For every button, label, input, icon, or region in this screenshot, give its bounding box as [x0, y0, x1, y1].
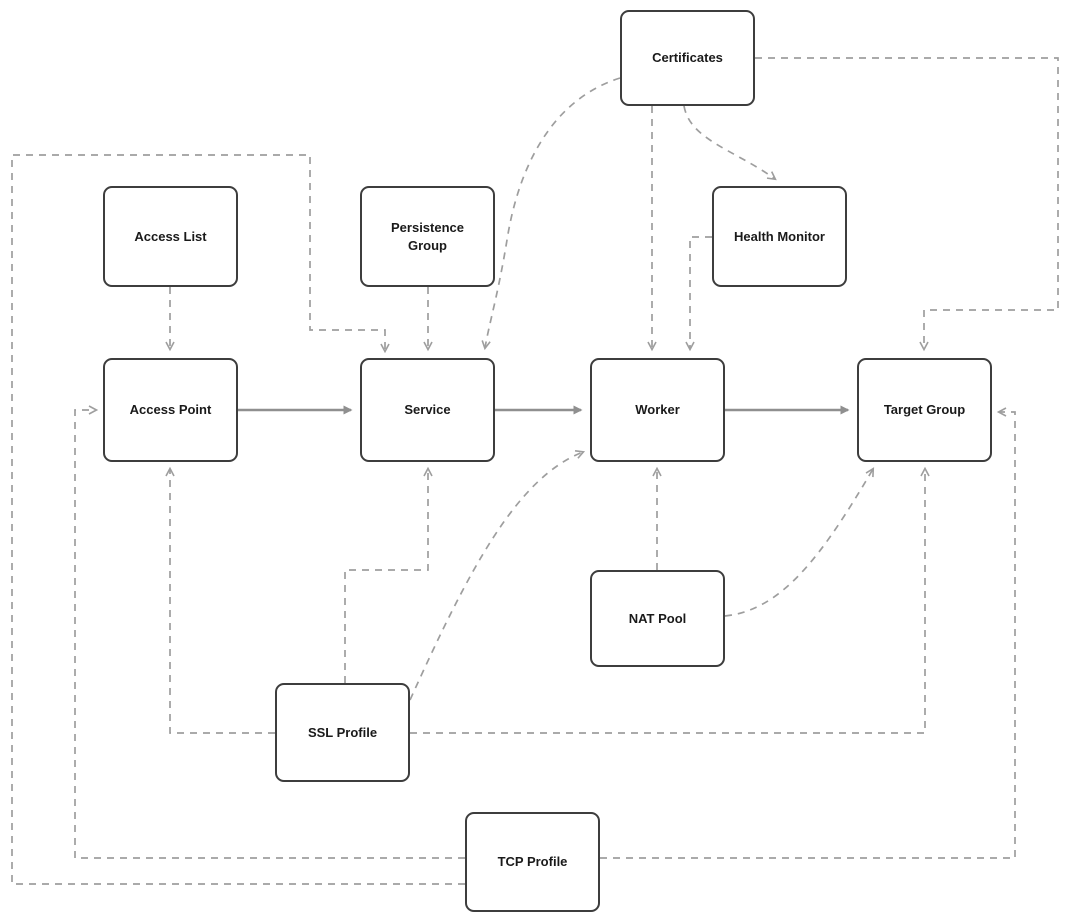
edge-tcp-profile-to-target-group	[600, 407, 1016, 859]
node-access-list-label: Access List	[134, 228, 207, 244]
node-tcp-profile: TCP Profile	[465, 812, 600, 912]
edge-certificates-to-target-group	[755, 57, 1059, 352]
node-certificates: Certificates	[620, 10, 755, 106]
edge-certificates-to-service	[481, 77, 621, 351]
edge-certificates-to-health-monitor	[683, 105, 777, 181]
node-access-point: Access Point	[103, 358, 238, 462]
node-health-monitor: Health Monitor	[712, 186, 847, 287]
node-tcp-profile-label: TCP Profile	[497, 854, 568, 870]
node-service-label: Service	[404, 402, 451, 418]
node-health-monitor-label: Health Monitor	[734, 228, 825, 244]
node-nat-pool: NAT Pool	[590, 570, 725, 667]
edge-ssl-profile-to-service	[344, 466, 433, 683]
edge-ssl-profile-to-access-point	[165, 466, 275, 734]
edge-tcp-profile-to-access-point	[74, 405, 465, 859]
node-worker: Worker	[590, 358, 725, 462]
node-nat-pool-label: NAT Pool	[628, 610, 687, 626]
edge-ssl-profile-to-target-group	[410, 466, 930, 734]
node-service: Service	[360, 358, 495, 462]
node-ssl-profile-label: SSL Profile	[307, 724, 378, 740]
edge-health-monitor-to-worker	[685, 236, 712, 352]
node-target-group-label: Target Group	[883, 402, 966, 418]
edge-tcp-profile-to-service	[11, 154, 465, 885]
node-ssl-profile: SSL Profile	[275, 683, 410, 782]
node-access-list: Access List	[103, 186, 238, 287]
node-access-point-label: Access Point	[129, 402, 212, 418]
edge-nat-pool-to-target-group	[724, 467, 875, 617]
node-target-group: Target Group	[857, 358, 992, 462]
node-persistence-group: Persistence Group	[360, 186, 495, 287]
node-certificates-label: Certificates	[652, 50, 723, 66]
node-worker-label: Worker	[635, 402, 680, 418]
edge-ssl-profile-to-worker	[409, 450, 586, 701]
node-persistence-group-label: Persistence Group	[391, 219, 464, 253]
